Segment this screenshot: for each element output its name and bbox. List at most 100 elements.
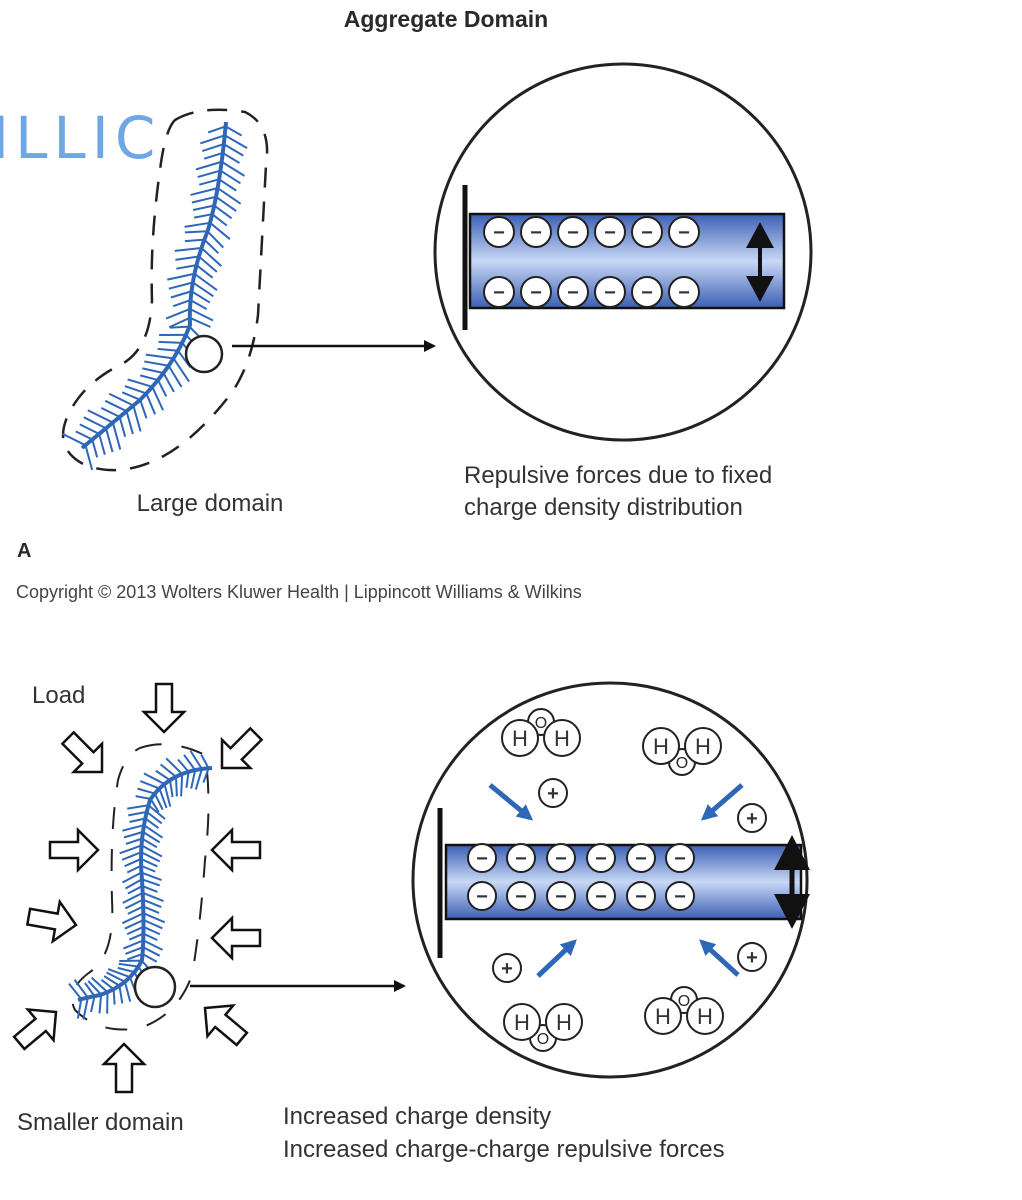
negative-charge: − <box>546 843 576 873</box>
bristle <box>121 912 144 925</box>
bristle <box>82 997 89 1020</box>
positive-ion: + <box>492 953 522 983</box>
negative-charge: − <box>586 881 616 911</box>
bristle <box>180 773 184 797</box>
bristle <box>98 994 103 1014</box>
bristle <box>122 891 144 904</box>
bristle <box>100 406 121 418</box>
bristle <box>127 905 144 915</box>
negative-charge: − <box>520 216 552 248</box>
charge-symbol: − <box>595 848 607 870</box>
bristle <box>191 195 217 204</box>
bristle <box>135 795 151 800</box>
bristle <box>222 152 240 164</box>
bristle <box>141 878 161 887</box>
bristle <box>199 178 220 186</box>
negative-charge: − <box>483 216 515 248</box>
bristle <box>137 787 156 795</box>
ion-symbol: + <box>547 783 559 805</box>
bristle <box>132 405 142 432</box>
charge-symbol: − <box>515 886 527 908</box>
load-arrow <box>210 914 262 962</box>
oxygen-atom: O <box>537 1031 549 1048</box>
large-domain-label: Large domain <box>137 490 284 517</box>
bristle <box>127 378 153 388</box>
bristle <box>203 238 220 254</box>
bristle <box>190 769 197 789</box>
bristle <box>184 238 205 243</box>
bristle <box>168 316 191 329</box>
bristle <box>119 844 142 855</box>
bristle <box>100 979 115 991</box>
bristle <box>73 979 89 999</box>
bristle <box>193 272 218 292</box>
oxygen-atom: O <box>676 755 688 772</box>
bristle <box>189 316 211 328</box>
bristle <box>124 919 144 930</box>
charge-symbol: − <box>604 222 616 244</box>
bristle <box>142 953 158 963</box>
charge-symbol: − <box>555 848 567 870</box>
load-arrow <box>140 682 188 734</box>
charge-symbol: − <box>555 886 567 908</box>
positive-ion: + <box>737 942 767 972</box>
negative-charge: − <box>506 881 536 911</box>
bristle <box>98 433 106 455</box>
bristle <box>127 804 149 810</box>
hydrogen-atom: H <box>655 1004 671 1029</box>
repulsive-caption-line2: charge density distribution <box>464 494 743 521</box>
bristle <box>118 985 124 1004</box>
bristle <box>118 416 127 437</box>
bristle <box>121 871 142 884</box>
bristle <box>172 357 190 383</box>
bristle <box>203 151 224 160</box>
bristle <box>147 804 166 820</box>
bristle <box>198 255 218 273</box>
bristle <box>223 143 244 157</box>
bristle <box>106 971 126 983</box>
ion-flow-arrow <box>536 939 577 978</box>
bristle <box>211 213 228 227</box>
bristle <box>143 772 166 785</box>
ion-flow-arrow <box>699 939 740 977</box>
bristle <box>149 798 160 813</box>
ion-symbol: + <box>746 808 758 830</box>
bristle <box>183 754 196 771</box>
bristle <box>118 962 139 968</box>
negative-charge: − <box>668 276 700 308</box>
smaller-domain-aggregate <box>68 743 213 1031</box>
bristle <box>144 817 160 829</box>
bristle <box>167 365 183 388</box>
bristle <box>224 134 248 150</box>
ion-symbol: + <box>746 947 758 969</box>
negative-charge: − <box>668 216 700 248</box>
negative-charge: − <box>594 216 626 248</box>
bristle <box>200 247 222 267</box>
negative-charge: − <box>594 276 626 308</box>
load-arrow <box>12 1008 58 1051</box>
bristle <box>218 178 237 192</box>
bristle <box>189 750 203 770</box>
bristle <box>126 925 144 936</box>
hydrogen-atom: H <box>554 726 570 751</box>
load-arrow <box>210 826 262 874</box>
bristle <box>139 399 148 419</box>
handwritten-annotation: ILLIC <box>0 104 161 172</box>
bristle <box>184 230 208 234</box>
bristle <box>163 783 172 807</box>
bristle <box>105 427 114 453</box>
bristle <box>121 851 142 861</box>
bristle <box>142 891 164 903</box>
positive-ion: + <box>538 778 568 808</box>
bristle <box>200 754 210 769</box>
ion-symbol: + <box>501 958 513 980</box>
bristle <box>141 885 158 893</box>
bristle <box>117 966 135 974</box>
repulsive-caption-line1: Repulsive forces due to fixed <box>464 462 772 489</box>
negative-charge: − <box>665 881 695 911</box>
bristle <box>162 372 175 393</box>
bristle <box>207 125 226 134</box>
charge-symbol: − <box>678 222 690 244</box>
charge-symbol: − <box>493 222 505 244</box>
